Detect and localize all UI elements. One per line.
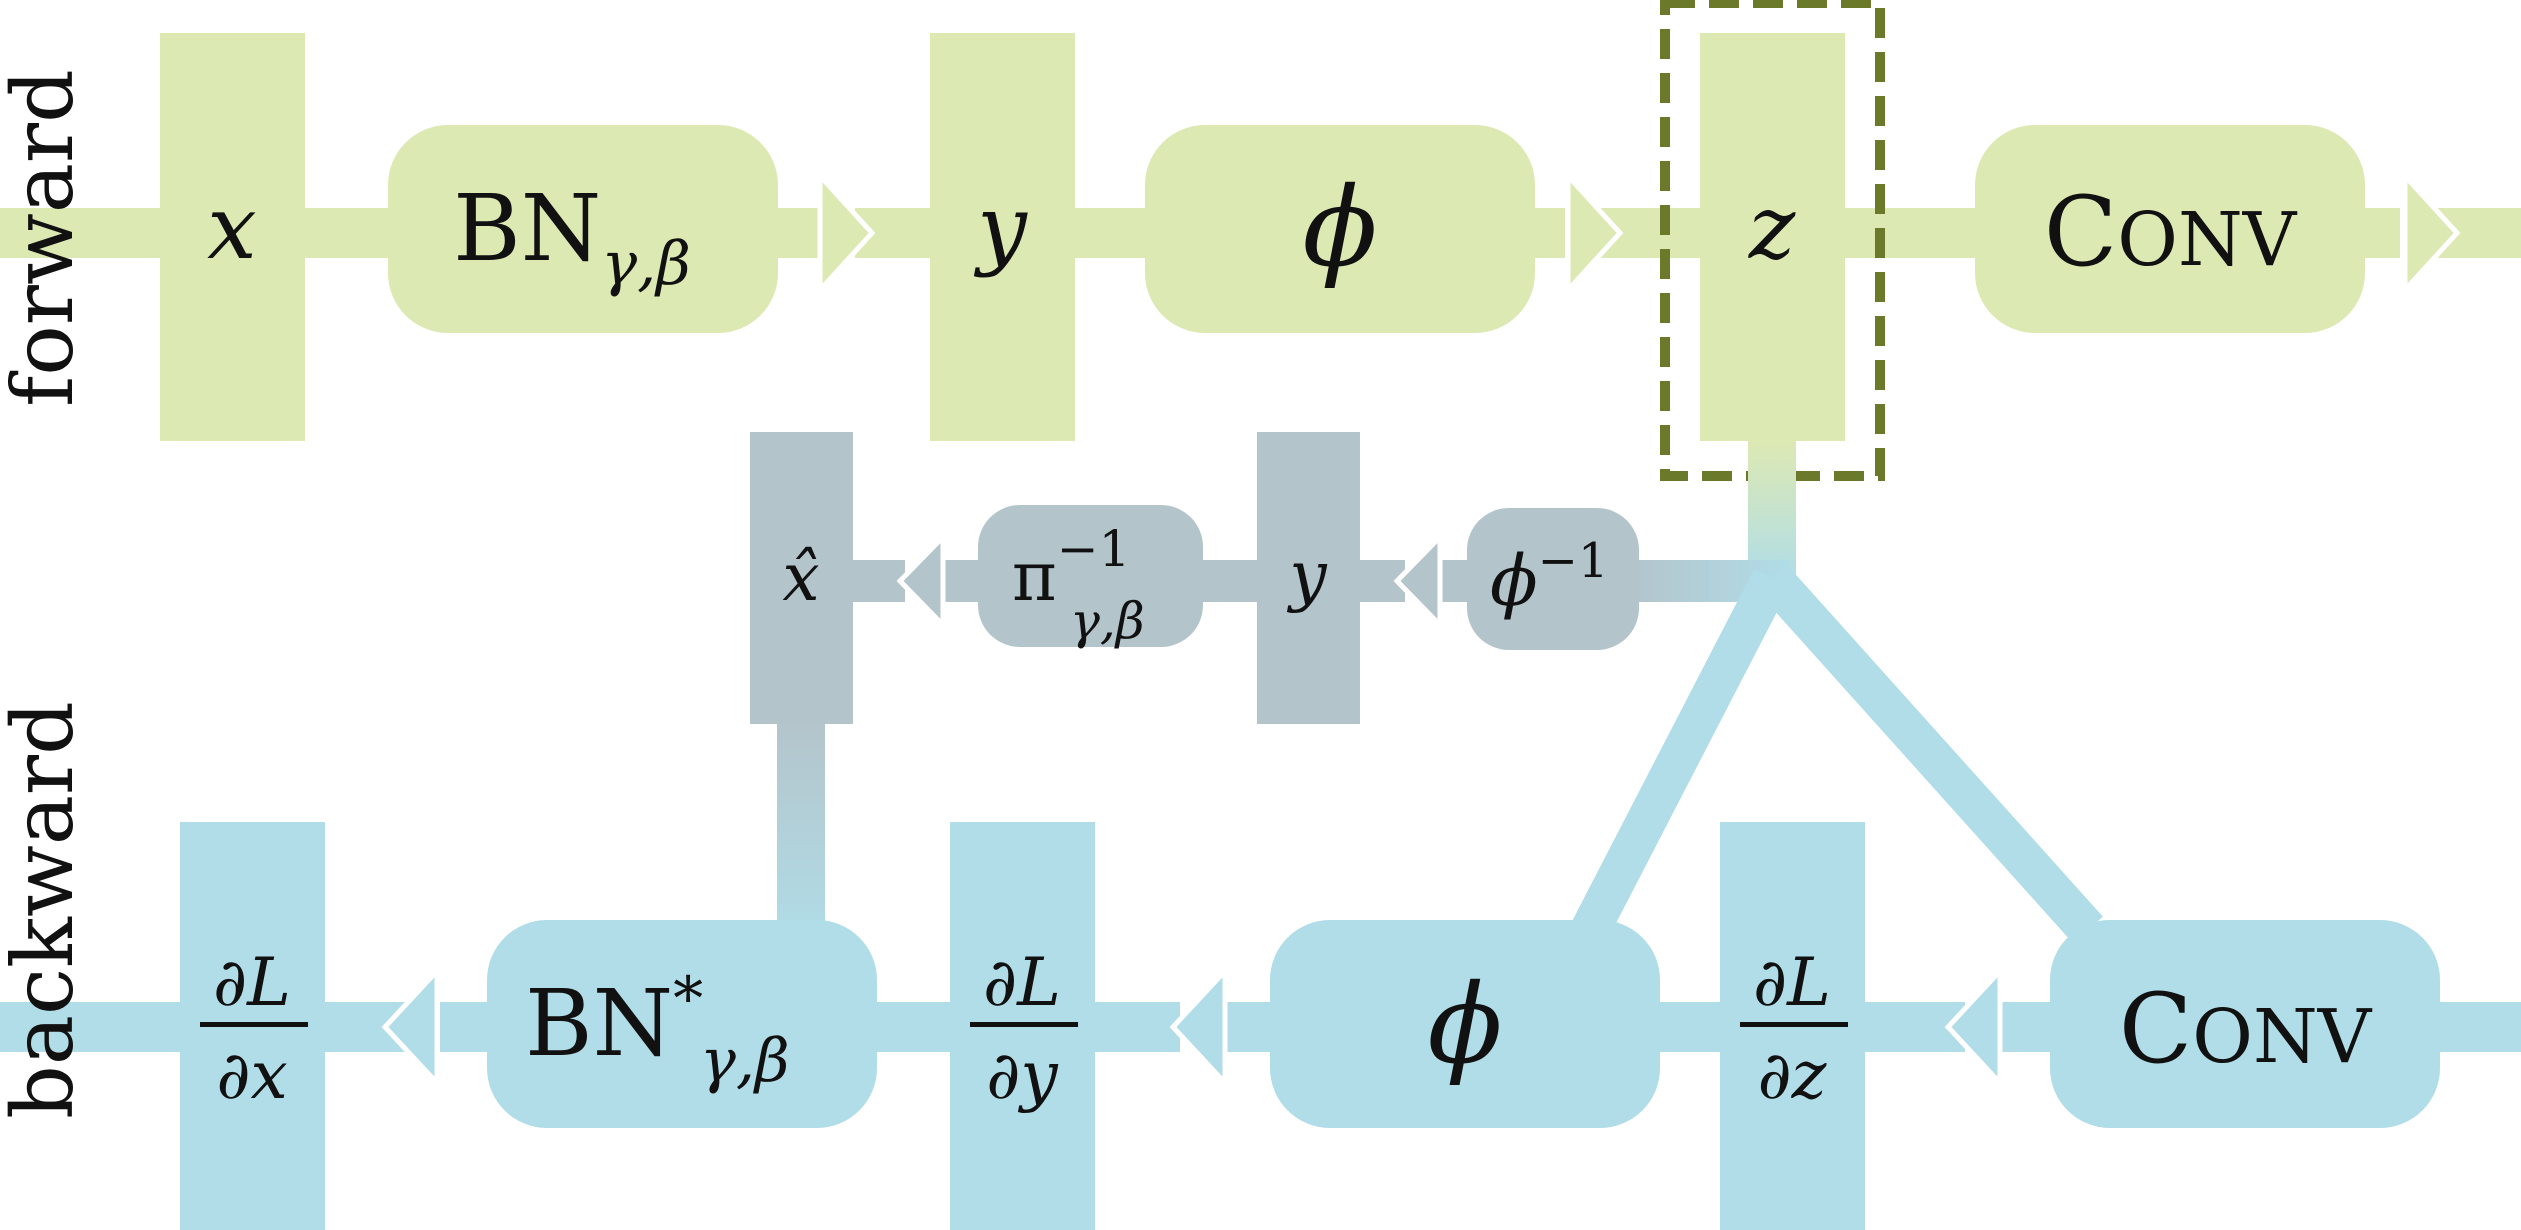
backward-dldx-num: ∂L (213, 944, 291, 1021)
backward-row-label: backward (0, 701, 92, 1119)
forward-x-label: x (207, 176, 257, 279)
connectors (777, 441, 2103, 945)
recompute-pi-box (978, 505, 1203, 647)
forward-phi-box (1145, 125, 1535, 333)
backward-dldy-fraction-bar (970, 1022, 1078, 1027)
recompute-phiinv-label: ϕ−1 (1490, 533, 1608, 622)
forward-y-bar (930, 33, 1075, 441)
recompute-y-bar (1257, 432, 1360, 724)
backward-dldz-fraction-bar (1740, 1022, 1848, 1027)
z-down-connector (1748, 441, 1796, 581)
forward-row-label: forward (0, 69, 92, 407)
recompute-arrow-1 (896, 530, 946, 632)
forward-arrow-3 (2402, 169, 2461, 297)
backward-conv-label: CONV (2119, 973, 2373, 1085)
forward-z-bar (1700, 33, 1845, 441)
forward-arrow-1 (817, 169, 876, 297)
backward-arrow-3 (1944, 964, 2003, 1090)
junction-to-conv-diagonal (1757, 564, 2103, 944)
forward-y-label: y (973, 176, 1028, 279)
forward-phi-label: ϕ (1303, 163, 1378, 291)
backward-row: ∂L ∂x BN*γ,β ∂L ∂y ϕ ∂L ∂z CONV (0, 822, 2521, 1230)
backward-dldy-den: ∂y (986, 1037, 1058, 1114)
forward-row: x BNγ,β y ϕ z CONV (0, 33, 2521, 441)
backward-dldz-num: ∂L (1753, 944, 1831, 1021)
recompute-phiinv-box (1467, 508, 1639, 650)
forward-bn-box (388, 125, 778, 333)
recompute-xhat-label: x̂ (782, 539, 819, 616)
forward-conv-label: CONV (2044, 176, 2298, 288)
recompute-xhat-bar (750, 432, 853, 724)
forward-z-label: z (1748, 176, 1796, 279)
backward-bn-box (487, 920, 877, 1128)
backward-dldx-den: ∂x (216, 1037, 287, 1114)
recompute-line-1 (850, 560, 905, 602)
forward-bn-label: BNγ,β (453, 175, 691, 299)
forward-conv-box (1975, 125, 2365, 333)
backward-arrow-2 (1169, 964, 1228, 1090)
backward-dldx-fraction-bar (200, 1022, 308, 1027)
forward-x-bar (160, 33, 305, 441)
backward-phi-box (1270, 920, 1660, 1128)
backward-conv-box (2050, 920, 2440, 1128)
backward-bn-label: BN*γ,β (525, 964, 790, 1096)
backward-phi-label: ϕ (1428, 960, 1503, 1088)
xhat-down-connector (777, 720, 825, 945)
backward-arrow-1 (381, 964, 440, 1090)
junction-to-phi-diagonal (1572, 568, 1790, 940)
backward-dldz-den: ∂z (1758, 1037, 1828, 1114)
recompute-arrow-2 (1393, 530, 1443, 632)
forward-arrow-2 (1565, 169, 1624, 297)
recompute-y-label: y (1286, 537, 1327, 614)
backward-dldy-num: ∂L (983, 944, 1061, 1021)
